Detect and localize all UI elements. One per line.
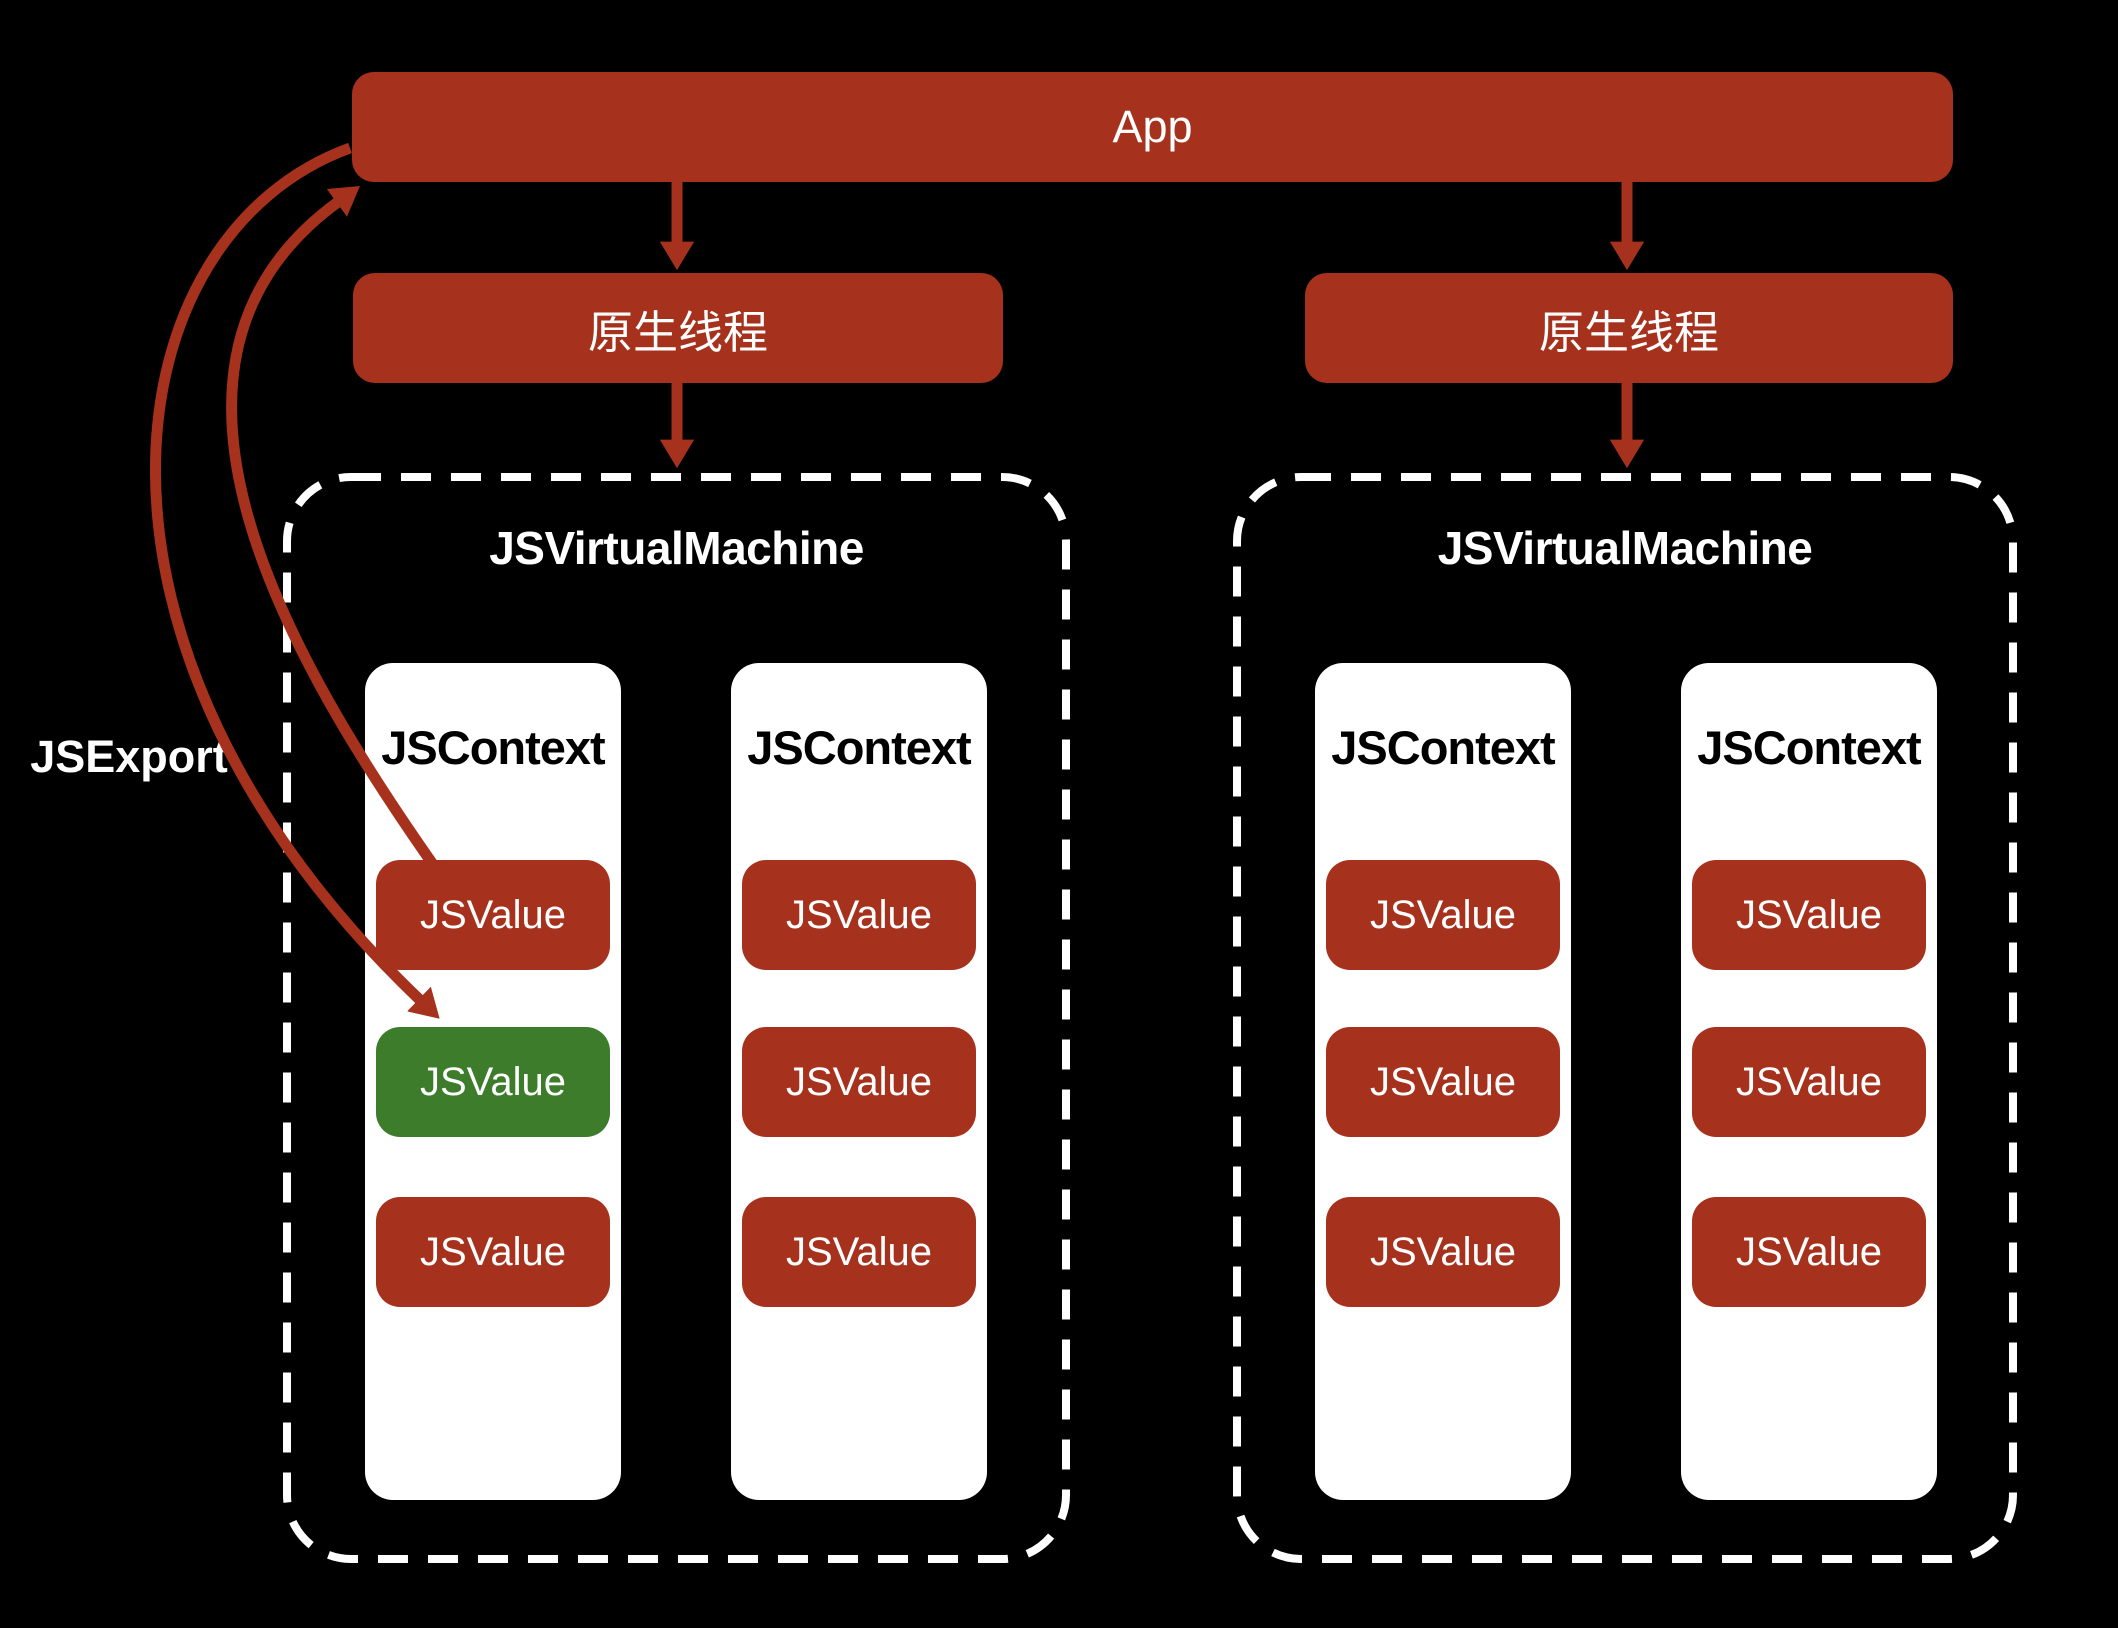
native-thread-box-right: 原生线程 [1305, 273, 1953, 383]
jsvalue-box: JSValue [742, 1197, 976, 1307]
jsvalue-box: JSValue [1692, 860, 1926, 970]
native-thread-label-right: 原生线程 [1538, 306, 1719, 358]
jsvalue-box: JSValue [1326, 1197, 1560, 1307]
jscontext-panel: JSContext JSValue JSValue JSValue [1681, 663, 1937, 1500]
jscontext-title: JSContext [1697, 721, 1921, 774]
jscontext-title: JSContext [747, 721, 971, 774]
jsvirtualmachine-title: JSVirtualMachine [489, 522, 864, 574]
jsvirtualmachine-left: JSVirtualMachine JSContext JSValue JSVal… [283, 473, 1070, 1563]
jsvalue-box: JSValue [1692, 1197, 1926, 1307]
native-thread-label-left: 原生线程 [587, 306, 768, 358]
jscontext-panel: JSContext JSValue JSValue JSValue [1315, 663, 1571, 1500]
jsvirtualmachine-title: JSVirtualMachine [1437, 522, 1813, 574]
jsvirtualmachine-right: JSVirtualMachine JSContext JSValue JSVal… [1233, 473, 2017, 1563]
jscontext-panel: JSContext JSValue JSValue JSValue [731, 663, 987, 1500]
jsvalue-box: JSValue [376, 860, 610, 970]
jsvalue-box: JSValue [1326, 1027, 1560, 1137]
jsvalue-box: JSValue [376, 1197, 610, 1307]
jscontext-title: JSContext [381, 721, 605, 774]
jsvalue-box: JSValue [1326, 860, 1560, 970]
jsexport-label: JSExport [30, 731, 228, 782]
jsvalue-box-highlighted: JSValue [376, 1027, 610, 1137]
jscontext-panel: JSContext JSValue JSValue JSValue [365, 663, 621, 1500]
jsvalue-box: JSValue [1692, 1027, 1926, 1137]
app-box: App [352, 72, 1953, 182]
native-thread-box-left: 原生线程 [353, 273, 1003, 383]
jsvalue-box: JSValue [742, 860, 976, 970]
jscontext-title: JSContext [1331, 721, 1555, 774]
app-label: App [1112, 101, 1193, 152]
jsvalue-box: JSValue [742, 1027, 976, 1137]
